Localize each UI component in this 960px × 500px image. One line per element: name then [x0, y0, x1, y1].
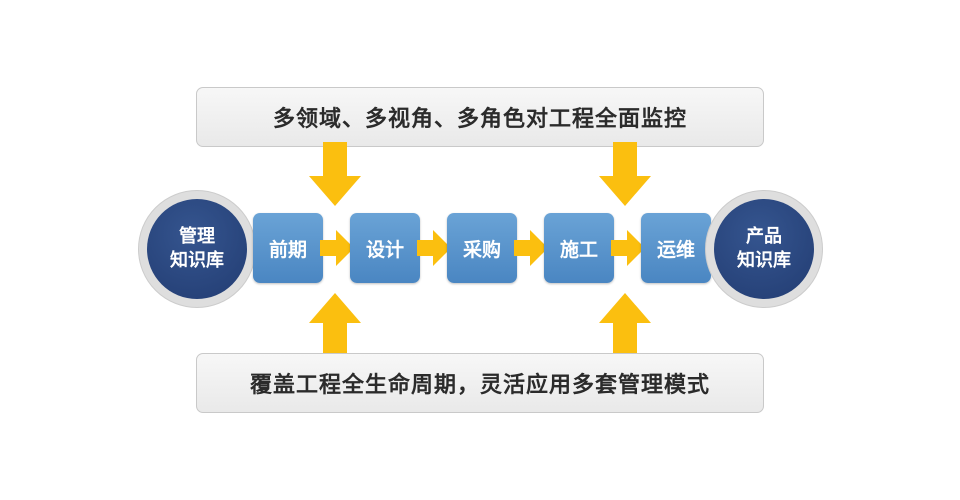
product-knowledge-base: 产品 知识库: [705, 190, 823, 308]
up-arrow-icon: [599, 293, 651, 357]
stage-preliminary: 前期: [253, 213, 323, 283]
right-arrow-icon: [320, 230, 354, 266]
stage-label: 施工: [559, 238, 598, 261]
product-knowledge-base-inner: 产品 知识库: [714, 199, 814, 299]
stage-design: 设计: [350, 213, 420, 283]
stage-label: 前期: [268, 238, 307, 261]
down-arrow-icon: [309, 142, 361, 206]
stage-procurement: 采购: [447, 213, 517, 283]
kb-line2: 知识库: [170, 250, 224, 271]
up-arrow-icon: [309, 293, 361, 357]
stage-label: 设计: [365, 238, 404, 261]
stage-label: 运维: [656, 238, 695, 261]
management-knowledge-base-inner: 管理 知识库: [147, 199, 247, 299]
kb-line2: 知识库: [737, 250, 791, 271]
top-banner: 多领域、多视角、多角色对工程全面监控: [196, 87, 764, 147]
right-arrow-icon: [417, 230, 451, 266]
top-banner-text: 多领域、多视角、多角色对工程全面监控: [272, 107, 687, 132]
right-arrow-icon: [611, 230, 645, 266]
stage-operation: 运维: [641, 213, 711, 283]
stage-construction: 施工: [544, 213, 614, 283]
bottom-banner: 覆盖工程全生命周期，灵活应用多套管理模式: [196, 353, 764, 413]
kb-line1: 管理: [179, 226, 215, 247]
bottom-banner-text: 覆盖工程全生命周期，灵活应用多套管理模式: [249, 373, 710, 398]
right-arrow-icon: [514, 230, 548, 266]
down-arrow-icon: [599, 142, 651, 206]
kb-line1: 产品: [746, 226, 782, 247]
management-knowledge-base: 管理 知识库: [138, 190, 256, 308]
stage-label: 采购: [462, 238, 501, 261]
